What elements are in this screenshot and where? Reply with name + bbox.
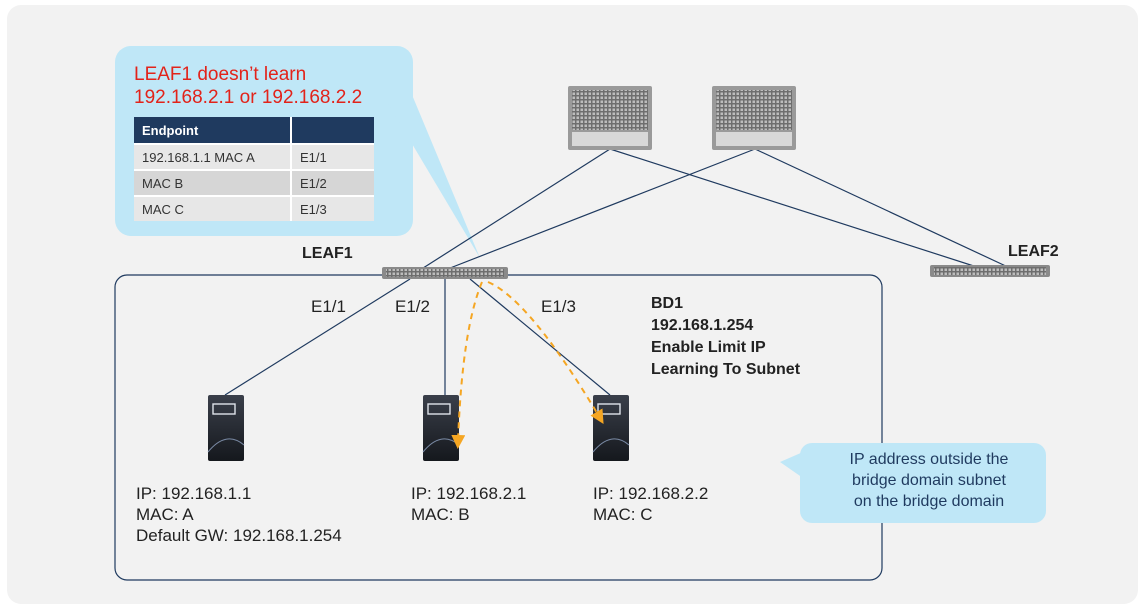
host-c-ip: IP: 192.168.2.2: [593, 484, 709, 503]
port-cell: E1/2: [290, 169, 374, 196]
leaf1-label: LEAF1: [302, 245, 353, 262]
spine-switch-1: [568, 86, 652, 150]
port-cell: E1/1: [290, 143, 374, 170]
host-a-mac: MAC: A: [136, 505, 194, 524]
callout-line-2: 192.168.2.1 or 192.168.2.2: [134, 87, 363, 108]
host-b-mac: MAC: B: [411, 505, 470, 524]
host-b-info: IP: 192.168.2.1 MAC: B: [411, 483, 526, 525]
server-host-a: [207, 395, 245, 461]
callout-title: LEAF1 doesn’t learn 192.168.2.1 or 192.1…: [134, 63, 362, 109]
endpoint-cell: MAC B: [134, 169, 291, 196]
server-host-b: [422, 395, 460, 461]
flow-arrow-host-b: [451, 281, 483, 449]
leaf2-switch: [930, 265, 1050, 277]
table-row: MAC B E1/2: [134, 169, 374, 196]
note-line-2: bridge domain subnet: [852, 472, 1006, 489]
bd-gateway: 192.168.1.254: [651, 317, 754, 334]
port-label-e1-1: E1/1: [311, 297, 346, 316]
leaf1-switch: [382, 267, 508, 279]
note-text: IP address outside the bridge domain sub…: [818, 449, 1040, 512]
note-line-3: on the bridge domain: [853, 493, 1005, 510]
port-label-e1-2: E1/2: [395, 297, 430, 316]
leaf2-label: LEAF2: [1008, 243, 1059, 260]
port-label-e1-3: E1/3: [541, 297, 576, 316]
spine-leaf-links: [419, 148, 1011, 271]
bridge-domain-label: BD1 192.168.1.254 Enable Limit IP Learni…: [651, 293, 800, 381]
host-a-ip: IP: 192.168.1.1: [136, 484, 252, 503]
endpoint-column-header: Endpoint: [134, 117, 291, 144]
endpoint-cell: MAC C: [134, 195, 291, 221]
bd-setting-line-1: Enable Limit IP: [651, 339, 766, 356]
host-a-info: IP: 192.168.1.1 MAC: A Default GW: 192.1…: [136, 483, 342, 546]
host-c-info: IP: 192.168.2.2 MAC: C: [593, 483, 708, 525]
table-header-row: Endpoint: [134, 117, 374, 144]
host-a-gateway: Default GW: 192.168.1.254: [136, 526, 342, 545]
port-cell: E1/3: [290, 195, 374, 221]
host-b-ip: IP: 192.168.2.1: [411, 484, 527, 503]
table-row: MAC C E1/3: [134, 195, 374, 221]
port-column-header: [290, 117, 374, 144]
note-line-1: IP address outside the: [849, 451, 1009, 468]
bd-setting-line-2: Learning To Subnet: [651, 361, 801, 378]
host-c-mac: MAC: C: [593, 505, 653, 524]
note-bubble: [780, 443, 1046, 523]
callout-line-1: LEAF1 doesn’t learn: [134, 64, 307, 85]
flow-arrow-host-c: [487, 281, 604, 425]
table-row: 192.168.1.1 MAC A E1/1: [134, 143, 374, 170]
leaf-host-links: [224, 278, 611, 396]
endpoint-table: Endpoint 192.168.1.1 MAC A E1/1 MAC B E1…: [134, 117, 374, 221]
bd-name: BD1: [651, 295, 684, 312]
endpoint-cell: 192.168.1.1 MAC A: [134, 143, 291, 170]
server-host-c: [592, 395, 630, 461]
spine-switch-2: [712, 86, 796, 150]
